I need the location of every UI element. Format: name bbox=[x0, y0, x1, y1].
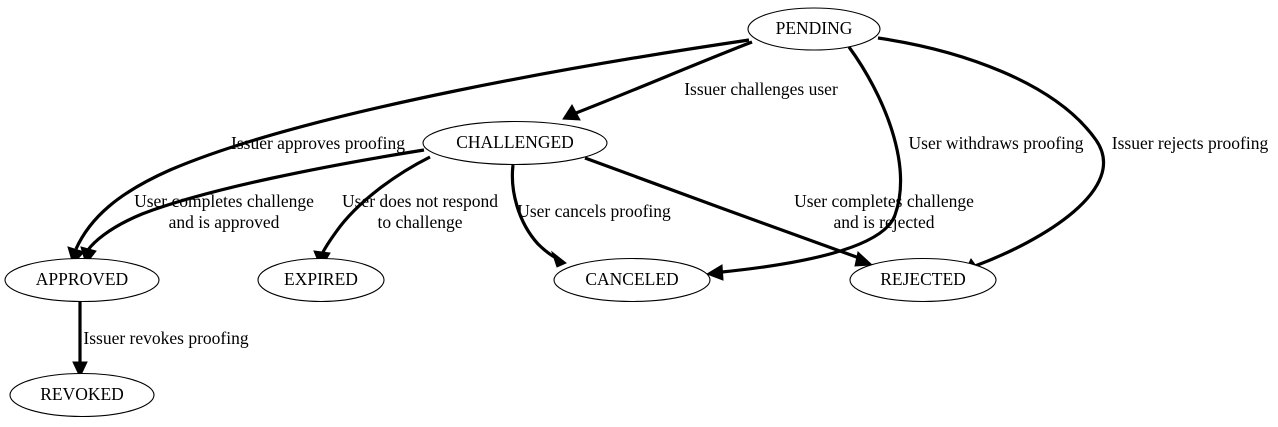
node-canceled[interactable]: CANCELED bbox=[553, 257, 711, 303]
edge-challenged-rejected bbox=[584, 156, 874, 267]
node-ellipse-canceled bbox=[553, 257, 711, 303]
node-label-revoked: REVOKED bbox=[40, 384, 124, 404]
edge-label-approved-revoked: Issuer revokes proofing bbox=[83, 328, 248, 348]
arrow-head-pending-challenged bbox=[562, 104, 581, 121]
node-ellipse-pending bbox=[747, 7, 881, 51]
edge-path-challenged-approved bbox=[86, 148, 425, 251]
edge-label-pending-challenged: Issuer challenges user bbox=[684, 79, 838, 99]
edge-path-pending-challenged bbox=[575, 40, 753, 115]
edge-label-challenged-rejected-line1: User completes challenge bbox=[794, 191, 974, 211]
edge-label-pending-canceled: User withdraws proofing bbox=[909, 133, 1084, 153]
arrow-head-challenged-canceled bbox=[550, 250, 567, 268]
node-revoked[interactable]: REVOKED bbox=[9, 372, 155, 418]
node-challenged[interactable]: CHALLENGED bbox=[422, 120, 608, 166]
node-rejected[interactable]: REJECTED bbox=[849, 257, 997, 303]
edge-challenged-canceled bbox=[510, 164, 567, 268]
node-ellipse-expired bbox=[257, 257, 385, 303]
arrow-head-approved-revoked bbox=[72, 361, 88, 379]
edge-path-challenged-rejected bbox=[584, 156, 863, 261]
edge-label-challenged-approved-line1: User completes challenge bbox=[134, 191, 314, 211]
edge-path-challenged-canceled bbox=[510, 164, 559, 261]
node-ellipse-rejected bbox=[849, 257, 997, 303]
edge-path-pending-approved bbox=[74, 38, 750, 250]
edge-path-pending-canceled bbox=[721, 46, 903, 274]
node-label-expired: EXPIRED bbox=[284, 269, 358, 289]
arrow-head-pending-canceled bbox=[705, 264, 724, 281]
edge-pending-challenged bbox=[562, 40, 753, 121]
node-pending[interactable]: PENDING bbox=[747, 7, 881, 51]
edge-label-pending-rejected: Issuer rejects proofing bbox=[1112, 133, 1269, 153]
edge-approved-revoked bbox=[72, 302, 88, 379]
edge-pending-rejected bbox=[877, 36, 1105, 275]
node-label-pending: PENDING bbox=[776, 18, 853, 38]
edge-path-challenged-expired bbox=[320, 155, 431, 255]
node-approved[interactable]: APPROVED bbox=[4, 257, 160, 303]
edge-path-pending-rejected bbox=[877, 36, 1105, 268]
arrow-head-challenged-rejected bbox=[854, 251, 874, 267]
node-label-approved: APPROVED bbox=[36, 269, 128, 289]
edge-pending-canceled bbox=[705, 46, 903, 281]
node-expired[interactable]: EXPIRED bbox=[257, 257, 385, 303]
edge-label-challenged-approved-line2: and is approved bbox=[169, 212, 280, 232]
node-label-challenged: CHALLENGED bbox=[456, 132, 574, 152]
node-ellipse-challenged bbox=[422, 120, 608, 166]
node-ellipse-approved bbox=[4, 257, 160, 303]
edge-label-challenged-rejected-line2: and is rejected bbox=[833, 212, 934, 232]
edge-label-challenged-expired-line2: to challenge bbox=[377, 212, 462, 232]
node-label-rejected: REJECTED bbox=[880, 269, 966, 289]
node-ellipse-revoked bbox=[9, 372, 155, 418]
edge-label-challenged-expired-line1: User does not respond bbox=[342, 191, 498, 211]
node-label-canceled: CANCELED bbox=[585, 269, 678, 289]
edge-label-challenged-canceled: User cancels proofing bbox=[517, 201, 671, 221]
edge-label-pending-approved: Issuer approves proofing bbox=[231, 133, 405, 153]
